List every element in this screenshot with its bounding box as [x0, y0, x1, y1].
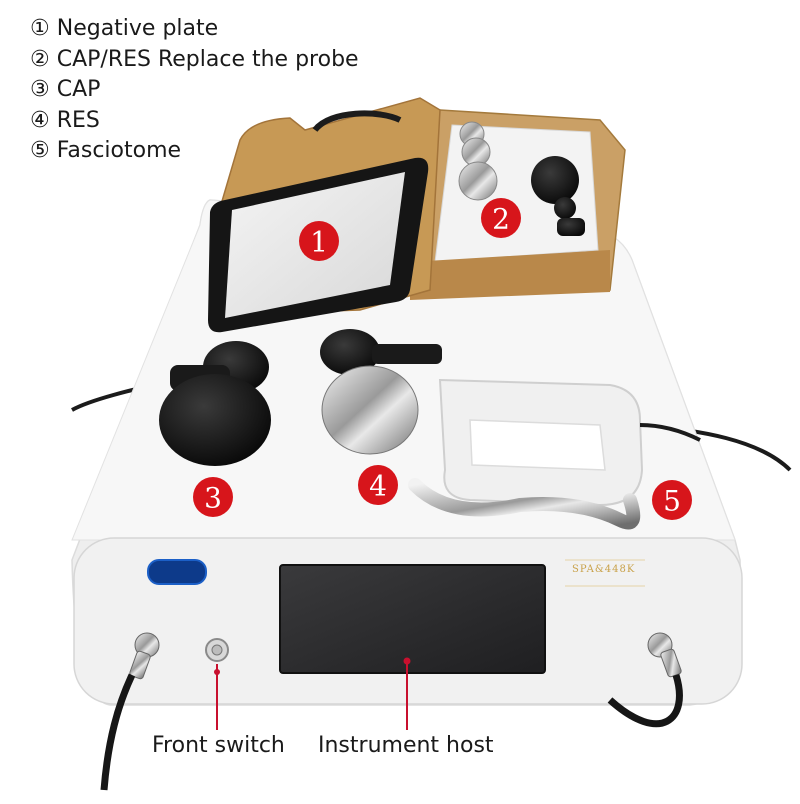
cap-probe	[159, 341, 271, 466]
instrument-host-caption: Instrument host	[318, 733, 494, 758]
front-switch-caption: Front switch	[152, 733, 285, 758]
badge-4: 4	[358, 465, 398, 505]
svg-text:5: 5	[663, 485, 681, 518]
accessory-box	[409, 109, 626, 300]
front-switch-inner	[211, 644, 223, 656]
svg-text:3: 3	[204, 482, 222, 515]
legend-item-fasciotome: ⑤ Fasciotome	[30, 138, 182, 163]
svg-text:1: 1	[310, 226, 328, 259]
badge-2: 2	[481, 198, 521, 238]
svg-text:4: 4	[369, 470, 387, 503]
blue-indicator-light	[147, 559, 207, 585]
badge-5: 5	[652, 480, 692, 520]
legend: ① Negative plate ② CAP/RES Replace the p…	[30, 14, 359, 167]
legend-item-cap-res-probe: ② CAP/RES Replace the probe	[30, 46, 359, 72]
instrument-host-callout-dot	[403, 657, 411, 665]
brand-label: SPA&448K	[572, 564, 635, 575]
legend-item-negative-plate: ① Negative plate	[30, 16, 219, 41]
fasciotome-probe	[408, 378, 701, 530]
device-screen	[279, 564, 546, 674]
front-switch-callout-dot	[214, 669, 220, 675]
legend-item-cap: ③ CAP	[30, 77, 101, 102]
badge-1: 1	[299, 221, 339, 261]
badge-3: 3	[193, 477, 233, 517]
left-connector	[100, 632, 160, 791]
right-connector	[607, 632, 683, 728]
svg-text:2: 2	[492, 203, 510, 236]
res-probe	[320, 329, 442, 455]
legend-item-res: ④ RES	[30, 107, 100, 133]
